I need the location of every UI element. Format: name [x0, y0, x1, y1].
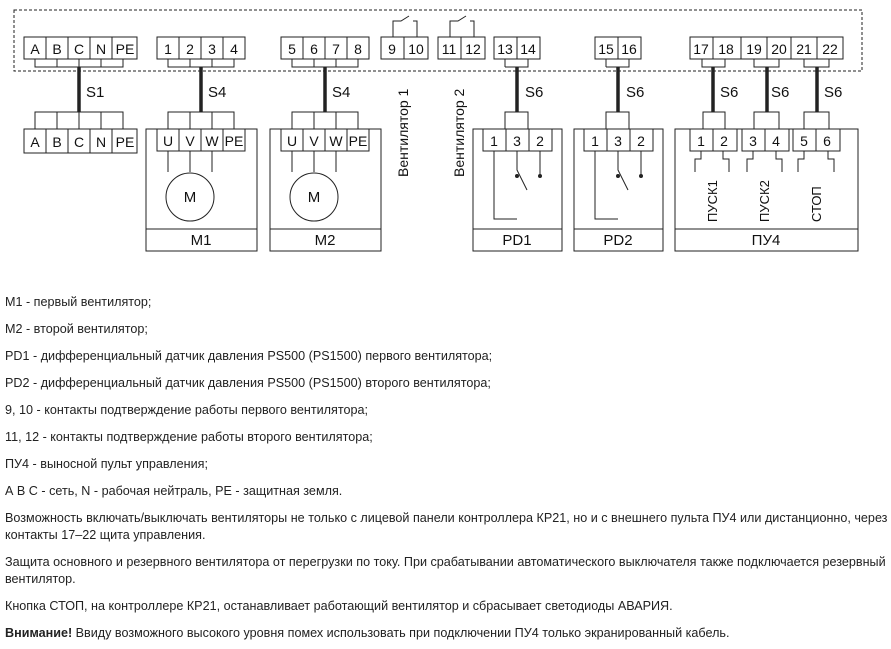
legend-line: PD2 - дифференциальный датчик давления P… [5, 376, 491, 390]
motor-m1-label: M [184, 189, 197, 206]
pu-4: 4 [772, 133, 780, 149]
terminal-block-abc [23, 36, 138, 60]
t-10: 10 [408, 41, 424, 57]
pd2-2: 2 [637, 133, 645, 149]
cable-s4-m2: S4 [332, 84, 350, 101]
legend-line: PD1 - дифференциальный датчик давления P… [5, 349, 493, 363]
t-2: 2 [186, 41, 194, 57]
legend-line: 11, 12 - контакты подтверждение работы в… [5, 430, 373, 444]
cable-s6-pu-b: S6 [771, 84, 789, 101]
cable-s1: S1 [86, 84, 104, 101]
cable-s4-m1: S4 [208, 84, 226, 101]
t-11: 11 [442, 41, 457, 57]
wiring-diagram: A B C N PE 1 2 3 4 5 6 7 8 9 10 11 12 13… [13, 9, 863, 252]
t-17: 17 [693, 41, 709, 57]
t-A: A [30, 41, 40, 57]
t-21: 21 [796, 41, 812, 57]
m2-W: W [329, 133, 343, 149]
n-A: A [30, 134, 40, 150]
pd1-2: 2 [536, 133, 544, 149]
cable-s6-pu-c: S6 [824, 84, 842, 101]
m2-PE: PE [349, 133, 368, 149]
m2-V: V [309, 133, 319, 149]
m1-PE: PE [225, 133, 244, 149]
pd1-1: 1 [490, 133, 498, 149]
legend-line: А В С - сеть, N - рабочая нейтраль, PE -… [5, 484, 343, 498]
pd2-3: 3 [614, 133, 622, 149]
t-12: 12 [465, 41, 481, 57]
n-C: C [74, 134, 84, 150]
device-label-pd2: PD2 [603, 232, 632, 249]
network-terminal-block [23, 128, 138, 154]
pu-5: 5 [800, 133, 808, 149]
pd1-3: 3 [513, 133, 521, 149]
m1-V: V [185, 133, 195, 149]
n-PE: PE [116, 134, 135, 150]
contact-dots [515, 174, 643, 178]
t-1: 1 [164, 41, 172, 57]
legend: M1 - первый вентилятор; M2 - второй вент… [5, 294, 889, 642]
legend-line: M1 - первый вентилятор; [5, 295, 152, 309]
controller-enclosure [13, 9, 863, 72]
t-9: 9 [388, 41, 396, 57]
t-19: 19 [746, 41, 762, 57]
n-B: B [52, 134, 61, 150]
t-20: 20 [771, 41, 787, 57]
t-PE: PE [116, 41, 135, 57]
pu-3: 3 [749, 133, 757, 149]
t-B: B [52, 41, 61, 57]
paragraph-overload: Защита основного и резервного вентилятор… [5, 555, 886, 586]
pu-button-start1: ПУСК1 [705, 180, 720, 222]
n-N: N [96, 134, 106, 150]
cable-labels: S1 S4 S4 S6 S6 S6 S6 S6 [86, 84, 842, 101]
t-N: N [96, 41, 106, 57]
vent-label-1: Вентилятор 1 [395, 88, 411, 177]
legend-line: M2 - второй вентилятор; [5, 322, 148, 336]
m2-U: U [287, 133, 297, 149]
terminal-labels: A B C N PE 1 2 3 4 5 6 7 8 9 10 11 12 13… [30, 41, 838, 150]
pu-button-stop: СТОП [809, 186, 824, 222]
t-7: 7 [332, 41, 340, 57]
t-3: 3 [208, 41, 216, 57]
t-16: 16 [621, 41, 637, 57]
t-C: C [74, 41, 84, 57]
vent-label-2: Вентилятор 2 [451, 88, 467, 177]
device-label-pd1: PD1 [502, 232, 531, 249]
cable-s6-pd1: S6 [525, 84, 543, 101]
pu-2: 2 [720, 133, 728, 149]
t-18: 18 [718, 41, 734, 57]
motor-m2 [289, 172, 339, 222]
motor-m2-label: M [308, 189, 321, 206]
t-15: 15 [598, 41, 614, 57]
t-5: 5 [288, 41, 296, 57]
t-14: 14 [520, 41, 536, 57]
device-label-m2: M2 [315, 232, 336, 249]
t-8: 8 [354, 41, 362, 57]
motor-m1 [165, 172, 215, 222]
warning-label: Внимание! [5, 626, 73, 640]
legend-line: ПУ4 - выносной пульт управления; [5, 457, 208, 471]
m1-W: W [205, 133, 219, 149]
t-4: 4 [230, 41, 238, 57]
t-22: 22 [822, 41, 838, 57]
paragraph-stop: Кнопка СТОП, на контроллере КР21, остана… [5, 599, 673, 613]
legend-line: 9, 10 - контакты подтверждение работы пе… [5, 403, 368, 417]
t-13: 13 [497, 41, 513, 57]
cable-s6-pd2: S6 [626, 84, 644, 101]
cable-s6-pu-a: S6 [720, 84, 738, 101]
pd2-1: 1 [591, 133, 599, 149]
m1-U: U [163, 133, 173, 149]
pu-1: 1 [697, 133, 705, 149]
paragraph-remote: Возможность включать/выключать вентилято… [5, 511, 888, 542]
device-label-pu4: ПУ4 [752, 232, 781, 249]
device-labels: M1 M2 PD1 PD2 ПУ4 [191, 232, 781, 249]
t-6: 6 [310, 41, 318, 57]
pu-6: 6 [823, 133, 831, 149]
warning-text: Ввиду возможного высокого уровня помех и… [72, 626, 730, 640]
warning-paragraph: Внимание! Ввиду возможного высокого уров… [5, 625, 889, 642]
device-label-m1: M1 [191, 232, 212, 249]
pu-button-start2: ПУСК2 [757, 180, 772, 222]
